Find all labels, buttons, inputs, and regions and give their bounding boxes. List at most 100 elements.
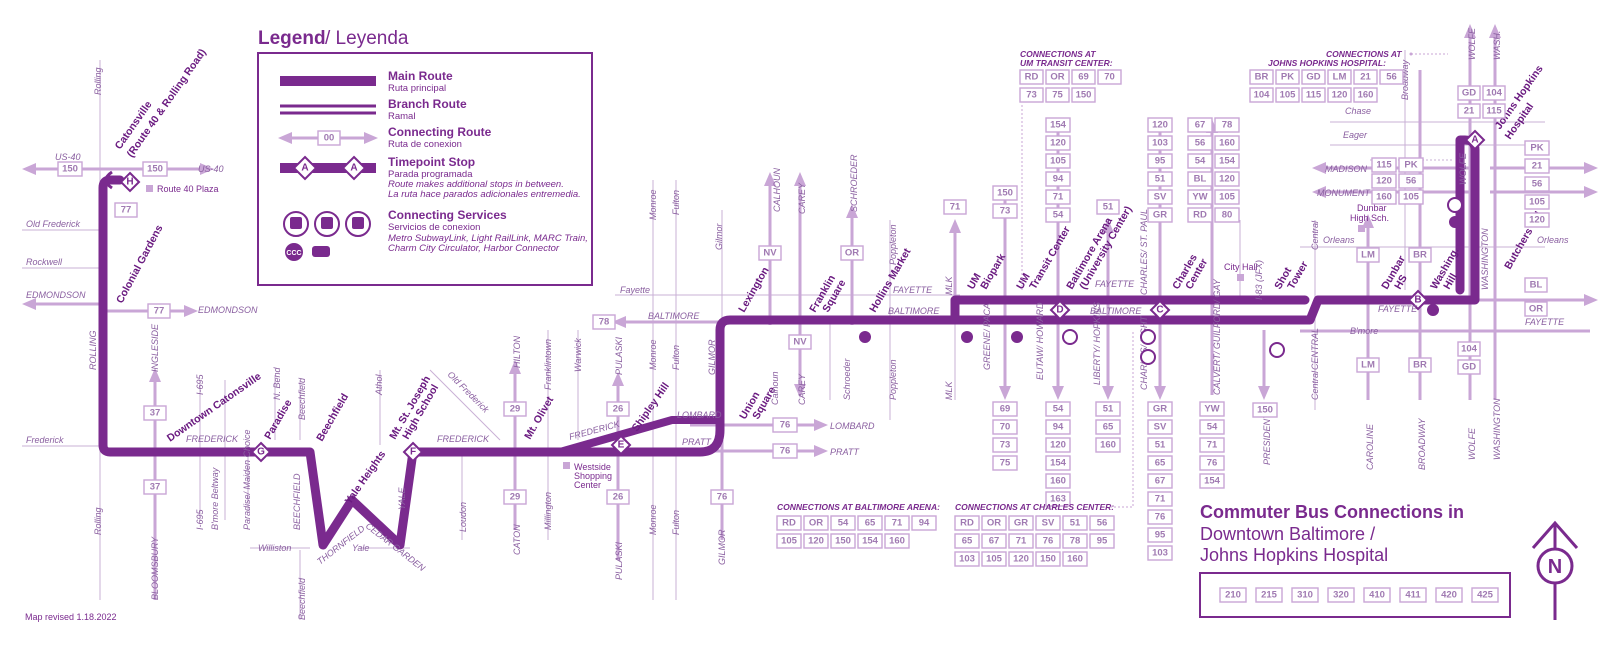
arena-box-2: 54 — [830, 515, 856, 531]
jhh-box-2: GD — [1301, 69, 1326, 85]
arena-box-8: 150 — [830, 533, 856, 549]
street-fayette-5: FAYETTE — [1525, 317, 1565, 327]
route-box-wolfe-n-0: GD — [1457, 85, 1481, 101]
route-box-calvert-s-1: 54 — [1199, 419, 1225, 435]
route-box-eutaw-n-3: 94 — [1045, 171, 1071, 187]
svg-text:54: 54 — [838, 518, 849, 529]
svg-text:PK: PK — [1530, 143, 1543, 154]
charles-box-15: 150 — [1035, 551, 1061, 567]
svg-text:F: F — [410, 447, 416, 458]
route-box-liberty-s-2: 160 — [1095, 437, 1121, 453]
street-lombard: LOMBARD — [677, 410, 722, 420]
charles-box-3: SV — [1035, 515, 1061, 531]
svg-text:77: 77 — [121, 205, 132, 216]
svg-text:160: 160 — [1067, 554, 1083, 565]
svg-text:YW: YW — [1204, 404, 1219, 415]
route-box-caton: 29 — [503, 489, 527, 505]
stop-colonial-gardens: Colonial Gardens — [114, 223, 165, 306]
charles-box-14: 120 — [1008, 551, 1034, 567]
svg-text:78: 78 — [599, 317, 610, 328]
svg-text:73: 73 — [1026, 90, 1037, 101]
svg-text:78: 78 — [1070, 536, 1081, 547]
route-box-wolfe-s-0: 104 — [1457, 341, 1481, 357]
timepoints: H G F E D C B A — [119, 129, 1486, 463]
street-poppleton: Poppleton — [888, 224, 898, 265]
street-fayette-4: FAYETTE — [1378, 304, 1418, 314]
svg-text:71: 71 — [1053, 192, 1064, 203]
route-box-calvert-s-4: 154 — [1199, 473, 1225, 489]
arena-box-3: 65 — [857, 515, 883, 531]
svg-text:GD: GD — [1462, 88, 1476, 99]
svg-text:160: 160 — [1100, 440, 1116, 451]
svg-text:SV: SV — [1154, 422, 1167, 433]
svg-text:150: 150 — [1076, 90, 1092, 101]
subway-icon-jhh — [1447, 197, 1463, 213]
street-williston: Williston — [258, 543, 291, 553]
route-box-charles-s-2: 51 — [1147, 437, 1173, 453]
street-baltimore: BALTIMORE — [648, 311, 700, 321]
north-label: N — [1548, 556, 1562, 578]
street-eager: Eager — [1343, 130, 1368, 140]
route-box-right-4: 120 — [1524, 212, 1550, 228]
svg-text:94: 94 — [1053, 174, 1064, 185]
westside-label-3: Center — [574, 480, 601, 490]
subway-icon-shot-tower — [1269, 342, 1285, 358]
svg-text:26: 26 — [613, 492, 624, 503]
svg-text:76: 76 — [1043, 536, 1054, 547]
svg-text:73: 73 — [1000, 206, 1011, 217]
svg-text:215: 215 — [1261, 590, 1278, 601]
street-millington: Millington — [543, 492, 553, 530]
route-box-calvert-n-4: 54 — [1187, 153, 1213, 169]
circulator-icon-washington-hill — [1427, 304, 1439, 316]
commuter-route-310: 310 — [1291, 587, 1319, 603]
svg-text:56: 56 — [1532, 179, 1543, 190]
commuter-route-215: 215 — [1255, 587, 1283, 603]
jhh-title-2: JOHNS HOPKINS HOSPITAL: — [1268, 58, 1386, 68]
charles-box-4: 51 — [1062, 515, 1088, 531]
route-box-charles-n-3: 51 — [1147, 171, 1173, 187]
svg-text:154: 154 — [1050, 120, 1067, 131]
route-box-calvert-s-2: 71 — [1199, 437, 1225, 453]
street-monument: MONUMENT — [1317, 188, 1371, 198]
route-box-charles-n-2: 95 — [1147, 153, 1173, 169]
svg-text:210: 210 — [1225, 590, 1241, 601]
svg-text:51: 51 — [1103, 202, 1114, 213]
street-monroe-2: Monroe — [648, 339, 658, 370]
svg-text:65: 65 — [962, 536, 973, 547]
svg-text:120: 120 — [1332, 90, 1348, 101]
route-box-eutaw-s-3: 154 — [1045, 455, 1071, 471]
charles-box-16: 160 — [1062, 551, 1088, 567]
arena-title: CONNECTIONS AT BALTIMORE ARENA: — [777, 502, 940, 512]
street-edmondson-2: EDMONDSON — [198, 305, 258, 315]
north-arrow: N — [1531, 520, 1579, 620]
svg-text:105: 105 — [1050, 156, 1067, 167]
street-calvert-guilford-gay: CALVERT/ GUILFORD/ GAY — [1212, 278, 1222, 395]
charles-box-8: 71 — [1008, 533, 1034, 549]
legend-title-es: / Leyenda — [325, 28, 409, 49]
route-box-wolfe-n-3: 115 — [1482, 103, 1506, 119]
street-monroe-3: Monroe — [648, 504, 658, 535]
svg-text:120: 120 — [1050, 138, 1066, 149]
route-box-78: 78 — [592, 314, 616, 330]
timepoint-a: A — [1464, 129, 1486, 151]
svg-text:77: 77 — [154, 306, 165, 317]
subway-icon-charles — [1140, 329, 1156, 345]
svg-text:103: 103 — [1152, 138, 1168, 149]
svg-text:H: H — [126, 177, 133, 188]
route-box-charles-n-0: 120 — [1147, 117, 1173, 133]
svg-text:SV: SV — [1042, 518, 1055, 529]
connections-um-transit: CONNECTIONS AT UM TRANSIT CENTER: — [1020, 49, 1113, 290]
route-box-eutaw-n-4: 71 — [1045, 189, 1071, 205]
svg-text:54: 54 — [1207, 422, 1218, 433]
jhh-box-6: 104 — [1249, 87, 1274, 103]
route-box-eutaw-n-2: 105 — [1045, 153, 1071, 169]
route-box-greene-s-0: 69 — [992, 401, 1018, 417]
svg-text:154: 154 — [1219, 156, 1236, 167]
um-transit-title-2: UM TRANSIT CENTER: — [1020, 58, 1113, 68]
route-box-charles-s-7: 95 — [1147, 527, 1173, 543]
street-central: Central — [1310, 220, 1320, 250]
stop-beechfield: Beechfield — [314, 392, 351, 444]
arena-box-0: RD — [776, 515, 802, 531]
street-baltimore-3: BALTIMORE — [1090, 306, 1142, 316]
